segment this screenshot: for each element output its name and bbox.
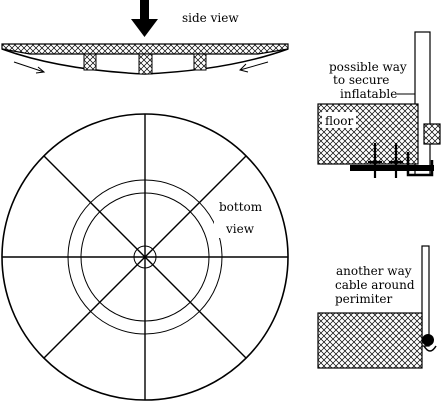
- secure-detail: possible way to secure inflatable floor: [317, 31, 441, 178]
- cable-label-line2: cable around: [335, 278, 415, 292]
- cable-wall: [421, 245, 430, 347]
- secure-label-line3: inflatable: [340, 87, 397, 101]
- cable-floor-slab: [317, 312, 423, 369]
- cable-detail: another way cable around perimiter: [317, 245, 437, 369]
- side-view: side view: [1, 0, 289, 75]
- anchor-bolt-left: [368, 143, 382, 178]
- perimeter-cable: [422, 334, 434, 346]
- anchor-bolt-right: [389, 143, 403, 178]
- bottom-view: [1, 113, 289, 401]
- load-arrow: [131, 0, 158, 37]
- bottom-label: bottom: [219, 200, 263, 214]
- support-post-left: [83, 53, 97, 71]
- cable-label-line3: perimiter: [335, 292, 392, 306]
- floor-label: floor: [325, 114, 353, 128]
- support-post-center: [138, 53, 153, 75]
- flow-arrow-right: [239, 61, 269, 73]
- base-plate: [350, 165, 434, 171]
- secure-floor-slab: [317, 103, 419, 165]
- support-post-right: [193, 53, 207, 71]
- deck-plate: [1, 43, 289, 55]
- view-label: view: [225, 222, 255, 236]
- secure-label-line2: to secure: [333, 73, 389, 87]
- side-view-label: side view: [182, 11, 239, 25]
- flow-arrow-left: [13, 61, 46, 74]
- secure-label-line1: possible way: [329, 60, 407, 74]
- spoke-diagonal-b: [43, 155, 247, 359]
- cable-label-line1: another way: [336, 264, 412, 278]
- clamp-block: [423, 123, 441, 145]
- cable-wrap: [423, 345, 437, 352]
